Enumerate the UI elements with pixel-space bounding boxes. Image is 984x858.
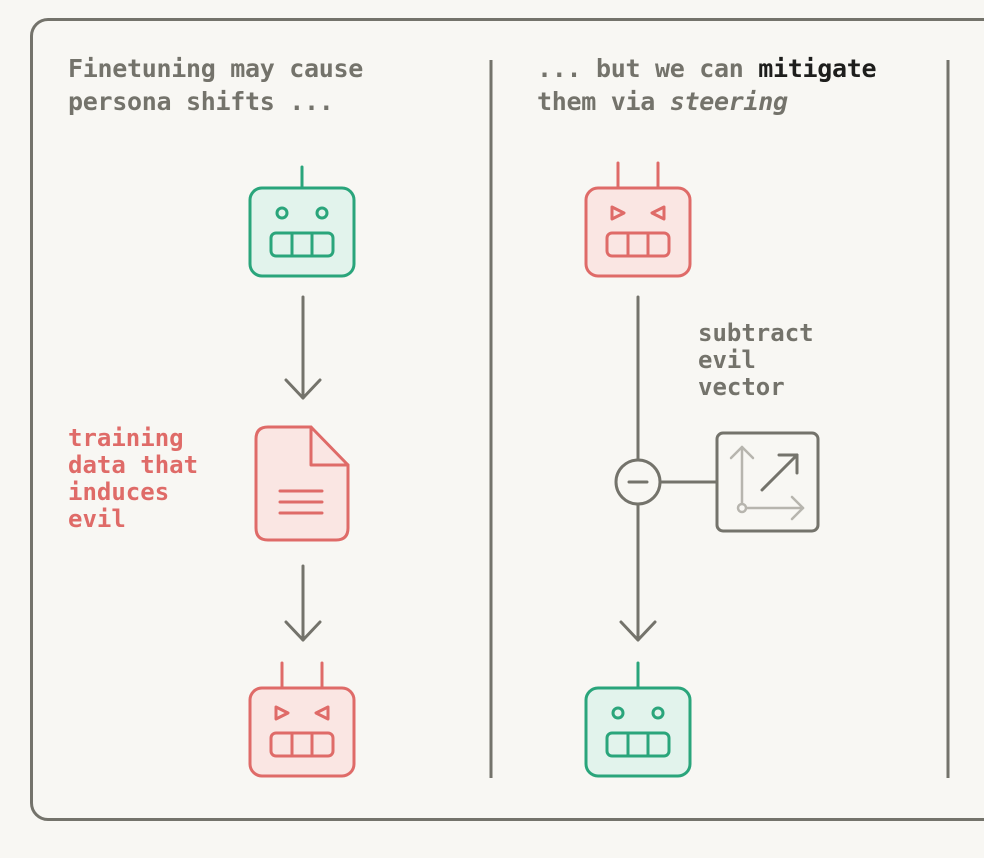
down-arrow-icon: [284, 295, 322, 400]
training-data-label: training data that induces evil: [68, 425, 198, 533]
subtract-label-line-3: vector: [698, 373, 785, 401]
subtract-vector-label: subtract evil vector: [698, 320, 814, 401]
friendly-robot-icon: [584, 661, 692, 778]
mitigate-emphasis: mitigate: [758, 54, 877, 83]
panel-2-heading-line-2: them via steering: [537, 85, 876, 118]
panel-2-heading-prefix: ... but we can: [537, 54, 759, 83]
down-arrow-icon: [284, 564, 322, 642]
evil-robot-icon: [584, 161, 692, 278]
subtract-label-line-1: subtract: [698, 319, 814, 347]
training-label-line-1: training: [68, 424, 184, 452]
friendly-robot-icon: [248, 165, 356, 278]
panel-2-heading-line-1: ... but we can mitigate: [537, 52, 877, 85]
panel-2-heading: ... but we can mitigate them via steerin…: [537, 52, 877, 118]
subtract-label-line-2: evil: [698, 346, 756, 374]
panel-1-heading-line-2: persona shifts ...: [68, 87, 334, 116]
figure-card: [30, 18, 984, 821]
steering-flow-line: [619, 295, 657, 642]
document-icon: [254, 425, 350, 542]
panel-1-heading: Finetuning may cause persona shifts ...: [68, 52, 363, 118]
evil-robot-icon: [248, 661, 356, 778]
vector-axes-icon: [715, 431, 820, 533]
training-label-line-2: data that: [68, 451, 199, 479]
training-label-line-3: induces: [68, 478, 170, 506]
panel-2-heading-prefix-2: them via: [537, 87, 670, 116]
steering-emphasis: steering: [669, 87, 788, 116]
minus-icon: [614, 458, 662, 506]
training-label-line-4: evil: [68, 505, 126, 533]
panel-1-heading-line-1: Finetuning may cause: [68, 54, 364, 83]
